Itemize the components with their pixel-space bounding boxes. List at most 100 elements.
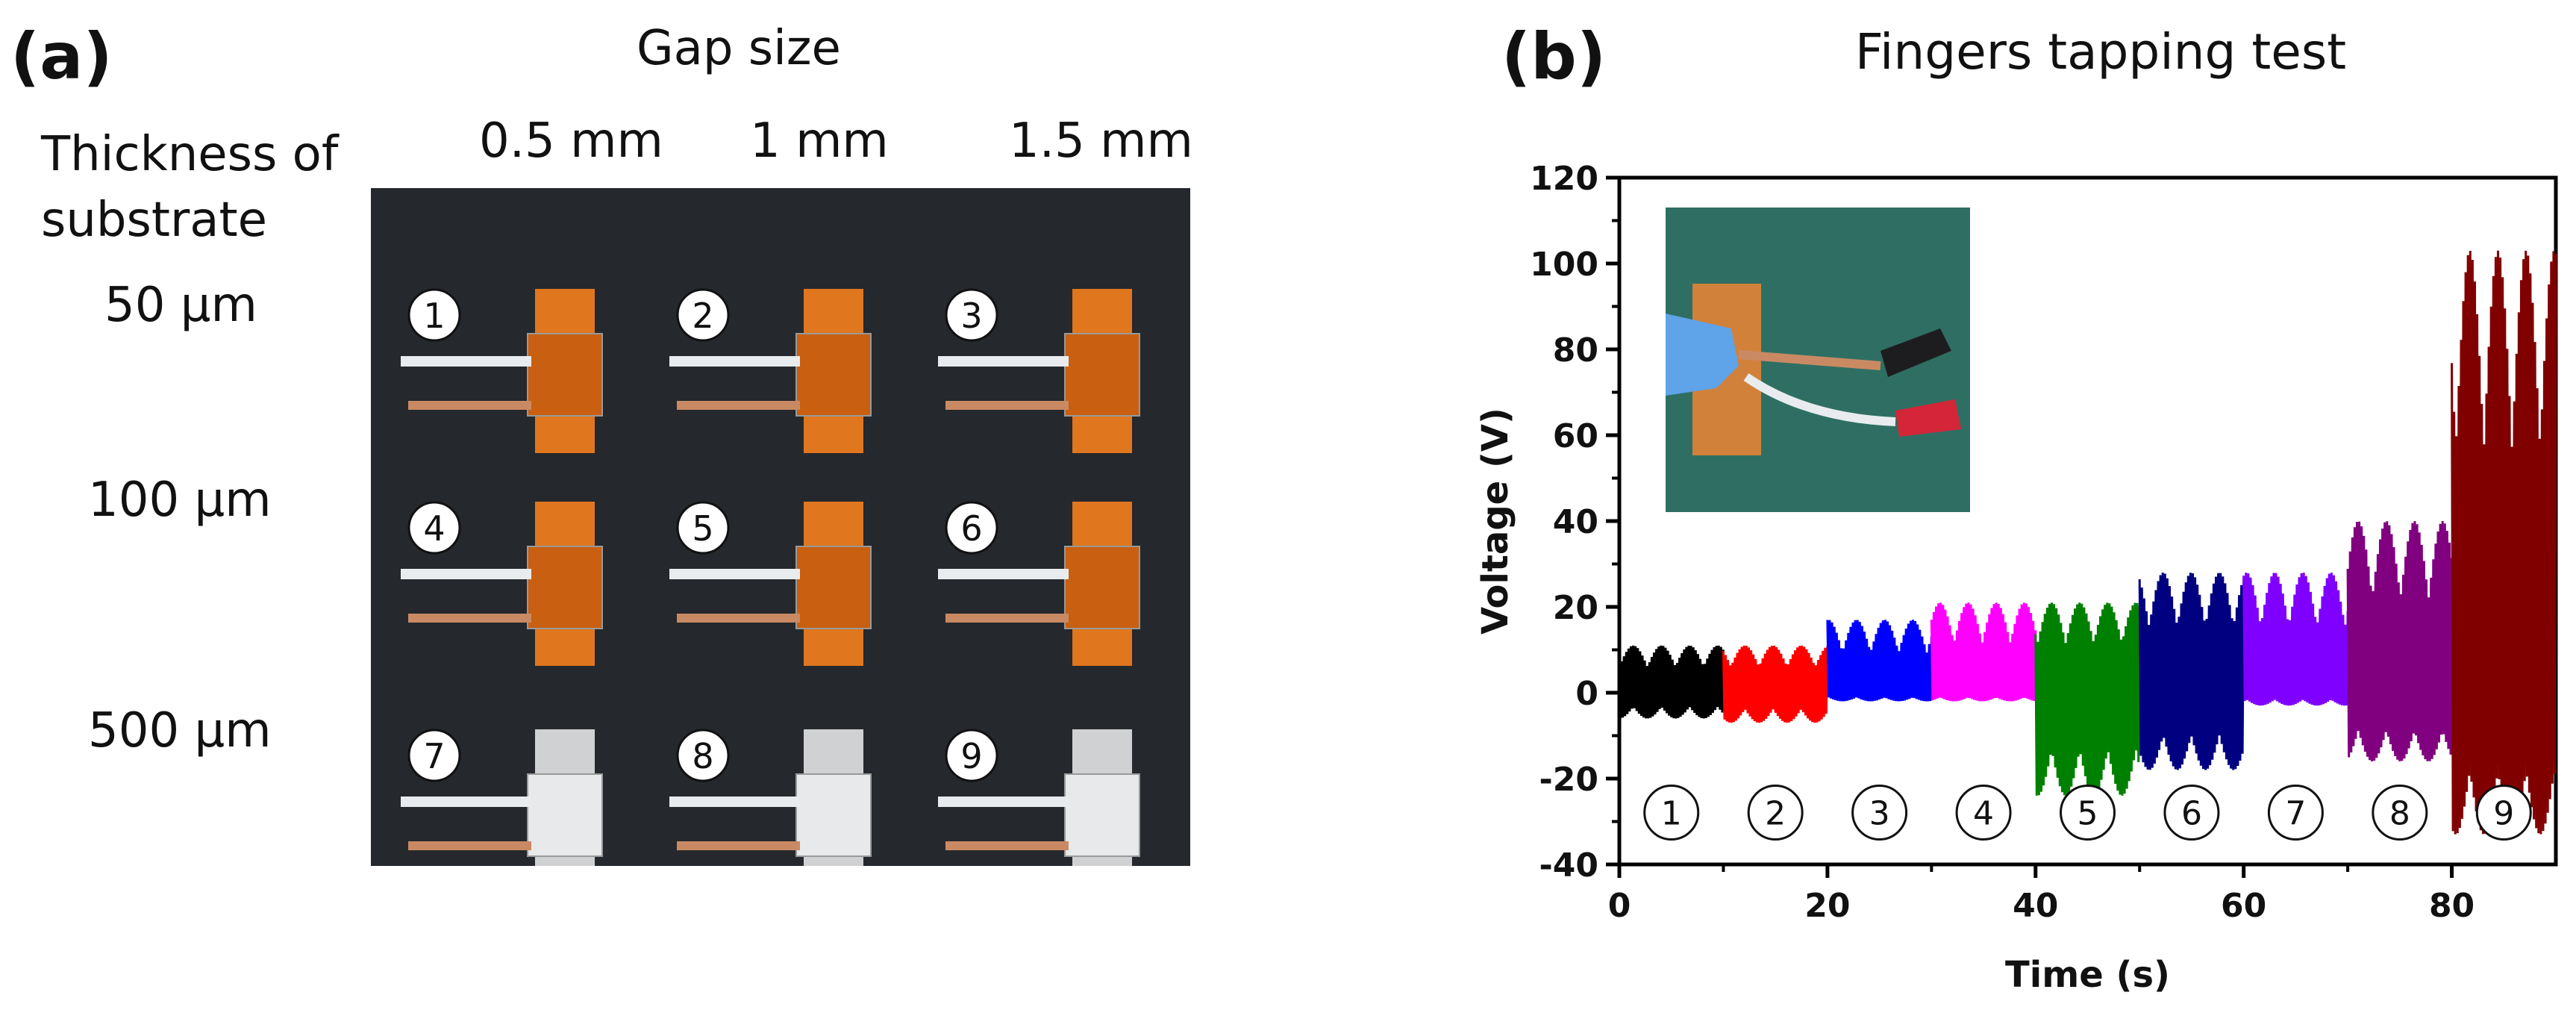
sample-6: 6 [938,501,1140,666]
electrode-pad [527,546,603,629]
sample-photo: 1 2 3 4 5 6 7 8 9 [371,188,1190,866]
electrode-pad [795,333,872,417]
x-tick-label: 0 [1608,887,1631,925]
sample-3: 3 [938,288,1140,453]
x-tick-label: 60 [2221,887,2266,925]
y-axis-label: Voltage (V) [1475,408,1516,635]
sample-number-circle [945,501,998,555]
lead-white [938,569,1069,579]
lead-copper [677,614,800,623]
sample-number: 4 [423,508,445,549]
sample-number: 9 [960,736,982,776]
inset-glove [1666,314,1739,396]
sample-2: 2 [669,288,872,453]
y-tick-label: -40 [1539,847,1599,885]
sample-4: 4 [401,501,603,666]
photo-background [371,188,1190,866]
sample-number-circle [676,501,730,555]
sample-number: 1 [423,296,445,336]
row-header-line1: Thickness of [41,127,339,182]
inset-photo [1666,208,1970,512]
signal-segment-7 [2242,573,2349,706]
sample-number: 2 [692,296,713,336]
sample-1: 1 [401,288,603,453]
lead-white [401,569,531,579]
signal-segment-3 [1826,620,1933,702]
electrode-pad [527,773,603,857]
y-tick-label: -20 [1539,761,1599,799]
segment-circle-4 [1955,785,2012,841]
y-tick-label: 80 [1553,331,1598,370]
segment-label-6: 6 [2181,795,2202,833]
sample-7: 7 [401,729,603,866]
signal-segment-8 [2346,520,2454,762]
y-tick-label: 60 [1553,417,1598,455]
signal-segment-4 [1930,602,2037,702]
sample-number: 3 [960,296,982,336]
segment-label-3: 3 [1869,795,1890,833]
lead-white [669,569,800,579]
column-label-1mm: 1 mm [750,113,889,169]
electrode-pad [1064,773,1140,857]
lead-copper [408,401,531,410]
signal-segment-1 [1618,645,1725,719]
sample-number-circle [407,288,461,342]
inset-probe-black [1881,328,1951,377]
lead-copper [945,841,1069,850]
lead-white [401,356,531,367]
lead-white [669,797,800,807]
column-label-1-5mm: 1.5 mm [1009,113,1193,169]
sample-5: 5 [669,501,872,666]
sample-number-circle [945,288,998,342]
sample-8: 8 [669,729,872,866]
row-label-500um: 500 μm [88,703,272,758]
sample-number: 7 [423,736,445,776]
electrode-pad [795,773,872,857]
lead-copper [945,401,1069,410]
lead-white [938,356,1069,367]
inset-probe-red [1895,399,1961,437]
sample-number-circle [676,288,730,342]
lead-white [938,797,1069,807]
y-tick-label: 120 [1530,160,1598,198]
sample-number: 6 [960,508,982,549]
y-tick-label: 100 [1530,246,1598,284]
panel-b-label: (b) [1501,19,1607,94]
lead-copper [677,841,800,850]
segment-circle-2 [1747,785,1804,841]
sample-number-circle [676,729,730,782]
lead-copper [945,614,1069,623]
segment-label-8: 8 [2389,795,2410,833]
segment-circle-1 [1643,785,1700,841]
lead-copper [408,614,531,623]
lead-copper [677,401,800,410]
segment-label-4: 4 [1973,795,1994,833]
column-label-0-5mm: 0.5 mm [479,113,663,169]
segment-label-9: 9 [2493,795,2514,833]
electrode-pad [527,333,603,417]
chart-title: Fingers tapping test [1855,23,2346,81]
inset-white-lead [1743,373,1896,426]
gap-size-header: Gap size [637,21,841,76]
y-tick-label: 0 [1575,675,1598,713]
sample-number-circle [407,501,461,555]
signal-segment-5 [2034,602,2141,796]
sample-number-circle [407,729,461,782]
y-tick-label: 20 [1553,589,1598,627]
electrode-pad [795,546,872,629]
sample-photo-drawing: 1 2 3 4 5 6 7 8 9 [371,188,1190,866]
segment-circle-3 [1851,785,1908,841]
inset-copper-lead [1738,350,1881,370]
segment-circle-8 [2372,785,2428,841]
segment-label-1: 1 [1661,795,1682,833]
x-tick-label: 20 [1804,887,1850,925]
signal-segment-9 [2451,250,2557,835]
sample-number: 8 [692,736,713,776]
y-tick-label: 40 [1553,503,1598,541]
sample-number: 5 [692,508,713,549]
segment-circle-5 [2060,785,2116,841]
segment-label-7: 7 [2285,795,2306,833]
row-label-100um: 100 μm [88,473,272,528]
electrode-pad [1064,333,1140,417]
